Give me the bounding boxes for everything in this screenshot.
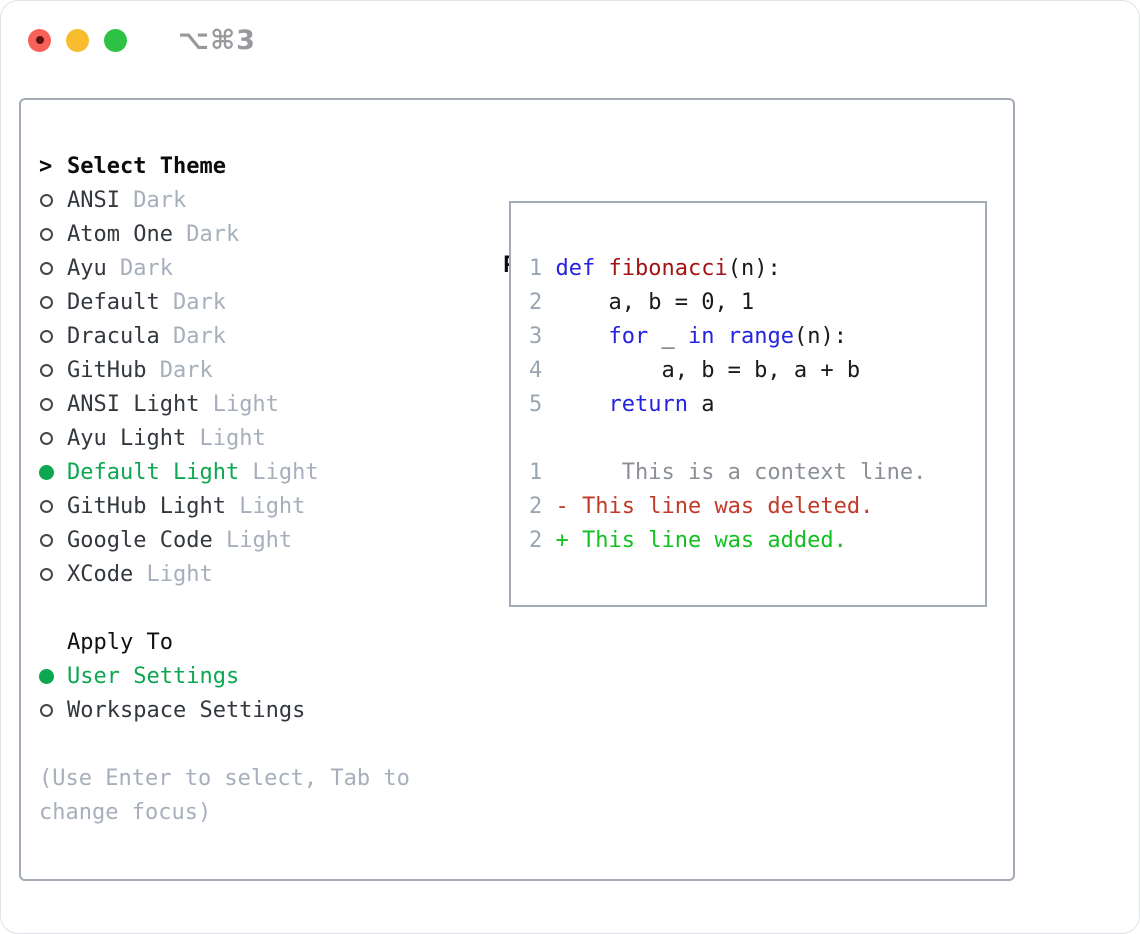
- radio-selected-icon: [39, 464, 67, 480]
- window-minimize-button[interactable]: [66, 28, 89, 52]
- code-line: 5 return a: [529, 391, 715, 417]
- theme-name: ANSI: [67, 187, 120, 213]
- theme-option[interactable]: GitHub Dark: [39, 353, 499, 387]
- code-line: 3 for _ in range(n):: [529, 323, 847, 349]
- code-blank-line: [529, 421, 985, 455]
- theme-option[interactable]: ANSI Dark: [39, 183, 499, 217]
- code-line: 2 a, b = 0, 1: [529, 289, 755, 315]
- keyboard-shortcut-label: ⌥⌘3: [178, 24, 256, 56]
- theme-option[interactable]: XCode Light: [39, 557, 499, 591]
- theme-name: Google Code: [67, 527, 213, 553]
- help-text: (Use Enter to select, Tab to change focus…: [39, 761, 499, 829]
- window-close-button[interactable]: [28, 28, 51, 52]
- theme-variant-tag: Dark: [119, 187, 187, 213]
- theme-name: GitHub Light: [67, 493, 226, 519]
- theme-option[interactable]: Google Code Light: [39, 523, 499, 557]
- radio-icon: [39, 499, 67, 513]
- theme-option[interactable]: Default Dark: [39, 285, 499, 319]
- radio-icon: [39, 703, 67, 717]
- theme-option[interactable]: ANSI Light Light: [39, 387, 499, 421]
- window-zoom-button[interactable]: [104, 28, 127, 52]
- apply-to-header: Apply To: [39, 625, 499, 659]
- theme-name: Atom One: [67, 221, 173, 247]
- focus-caret-icon: >: [39, 153, 53, 179]
- theme-name: Ayu: [67, 255, 107, 281]
- theme-variant-tag: Light: [239, 459, 319, 485]
- theme-name: ANSI Light: [67, 391, 200, 417]
- theme-option[interactable]: Atom One Dark: [39, 217, 499, 251]
- radio-icon: [39, 295, 67, 309]
- code-line: 1 def fibonacci(n):: [529, 255, 781, 281]
- theme-name: Default: [67, 289, 160, 315]
- help-text-line: (Use Enter to select, Tab to: [39, 765, 410, 791]
- radio-icon: [39, 567, 67, 581]
- radio-icon: [39, 397, 67, 411]
- radio-icon: [39, 227, 67, 241]
- spacer: [39, 727, 499, 761]
- theme-option[interactable]: Default Light Light: [39, 455, 499, 489]
- theme-option[interactable]: Ayu Light Light: [39, 421, 499, 455]
- theme-variant-tag: Dark: [172, 221, 240, 247]
- radio-icon: [39, 363, 67, 377]
- record-dot-icon: [35, 36, 44, 44]
- theme-name: Default Light: [67, 459, 240, 485]
- theme-option[interactable]: GitHub Light Light: [39, 489, 499, 523]
- theme-name: GitHub: [67, 357, 147, 383]
- preview-pane: 1 def fibonacci(n): 2 a, b = 0, 1 3 for _ …: [509, 201, 987, 607]
- titlebar: ⌥⌘3: [28, 24, 256, 56]
- apply-to-title: Apply To: [67, 629, 173, 655]
- theme-variant-tag: Light: [133, 561, 213, 587]
- radio-icon: [39, 533, 67, 547]
- radio-icon: [39, 431, 67, 445]
- theme-variant-tag: Dark: [106, 255, 173, 281]
- code-line: 4 a, b = b, a + b: [529, 357, 861, 383]
- apply-to-option-label: User Settings: [67, 663, 240, 689]
- spacer: [39, 591, 499, 625]
- theme-variant-tag: Dark: [146, 357, 213, 383]
- theme-variant-tag: Light: [212, 527, 293, 553]
- code-line: 2 - This line was deleted.: [529, 493, 874, 519]
- code-line: 1 This is a context line.: [529, 459, 927, 485]
- theme-variant-tag: Dark: [159, 323, 226, 349]
- radio-icon: [39, 261, 67, 275]
- theme-variant-tag: Light: [186, 425, 266, 451]
- select-theme-title: Select Theme: [67, 153, 226, 179]
- code-preview: 1 def fibonacci(n): 2 a, b = 0, 1 3 for _ …: [529, 251, 985, 557]
- theme-name: XCode: [67, 561, 134, 587]
- apply-to-option[interactable]: Workspace Settings: [39, 693, 499, 727]
- code-line: 2 + This line was added.: [529, 527, 847, 553]
- apply-to-option[interactable]: User Settings: [39, 659, 499, 693]
- theme-option[interactable]: Dracula Dark: [39, 319, 499, 353]
- theme-name: Dracula: [67, 323, 160, 349]
- apply-to-option-label: Workspace Settings: [67, 697, 306, 723]
- theme-variant-tag: Light: [225, 493, 306, 519]
- radio-selected-icon: [39, 668, 67, 684]
- radio-icon: [39, 329, 67, 343]
- theme-option[interactable]: Ayu Dark: [39, 251, 499, 285]
- radio-icon: [39, 193, 67, 207]
- theme-variant-tag: Light: [199, 391, 279, 417]
- theme-name: Ayu Light: [67, 425, 187, 451]
- help-text-line: change focus): [39, 799, 212, 825]
- theme-variant-tag: Dark: [159, 289, 226, 315]
- select-theme-header: > Select Theme: [39, 149, 499, 183]
